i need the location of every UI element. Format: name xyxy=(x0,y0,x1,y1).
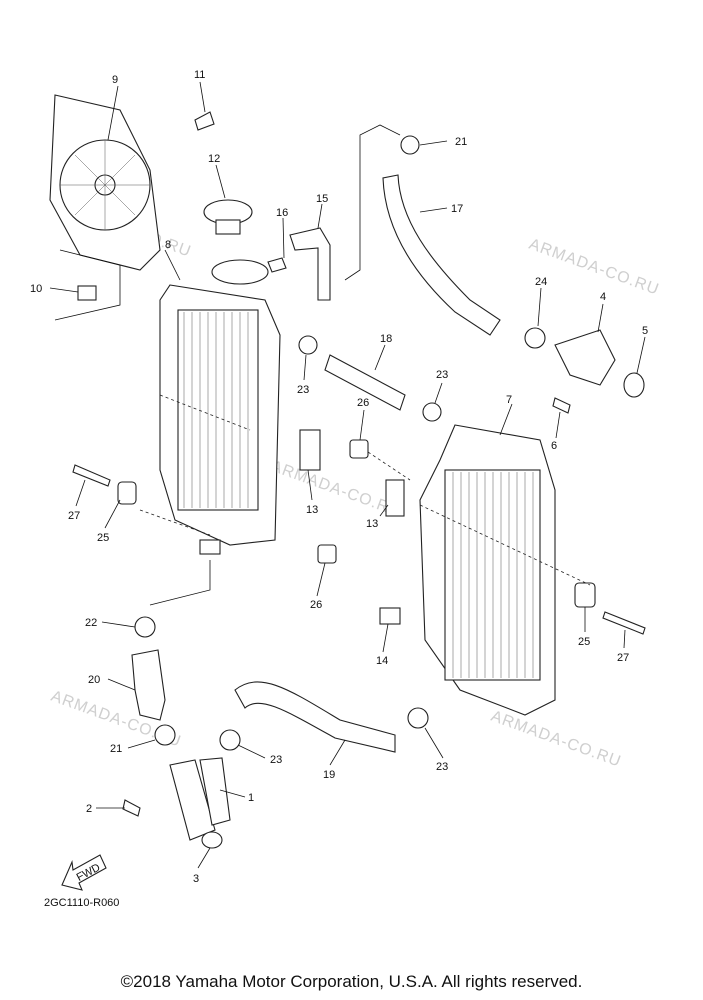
callout-21: 21 xyxy=(110,743,122,755)
callout-27: 27 xyxy=(68,510,80,522)
small-parts xyxy=(72,111,646,817)
callout-23: 23 xyxy=(297,384,309,396)
callout-12: 12 xyxy=(208,153,220,165)
callout-23: 23 xyxy=(436,369,448,381)
callout-26: 26 xyxy=(310,599,322,611)
callout-21: 21 xyxy=(455,136,467,148)
fittings xyxy=(169,329,645,849)
callout-7: 7 xyxy=(506,394,512,406)
callout-3: 3 xyxy=(193,873,199,885)
callout-1: 1 xyxy=(248,792,254,804)
callout-20: 20 xyxy=(88,674,100,686)
callout-6: 6 xyxy=(551,440,557,452)
callout-23: 23 xyxy=(270,754,282,766)
callout-16: 16 xyxy=(276,207,288,219)
diagram-code: 2GC1110-R060 xyxy=(44,897,119,909)
callout-18: 18 xyxy=(380,333,392,345)
callout-22: 22 xyxy=(85,617,97,629)
callout-27: 27 xyxy=(617,652,629,664)
callout-13: 13 xyxy=(306,504,318,516)
callout-15: 15 xyxy=(316,193,328,205)
callout-25: 25 xyxy=(97,532,109,544)
fwd-label: FWD xyxy=(75,862,103,884)
callout-19: 19 xyxy=(323,769,335,781)
callout-2: 2 xyxy=(86,803,92,815)
callout-23: 23 xyxy=(436,761,448,773)
callout-8: 8 xyxy=(165,239,171,251)
callout-25: 25 xyxy=(578,636,590,648)
callout-26: 26 xyxy=(357,397,369,409)
hoses xyxy=(131,174,501,753)
callout-17: 17 xyxy=(451,203,463,215)
copyright-notice: ©2018 Yamaha Motor Corporation, U.S.A. A… xyxy=(120,972,583,991)
callout-4: 4 xyxy=(600,291,606,303)
right-radiator xyxy=(419,424,556,716)
callout-10: 10 xyxy=(30,283,42,295)
watermark: ARMADA-CO.RU xyxy=(527,236,662,299)
callout-14: 14 xyxy=(376,655,388,667)
callouts: 11 9 12 16 15 8 10 21 17 18 23 23 24 4 5… xyxy=(30,69,648,885)
fan-shroud xyxy=(49,94,161,271)
callout-9: 9 xyxy=(112,74,118,86)
fwd-arrow: FWD xyxy=(61,854,107,891)
callout-24: 24 xyxy=(535,276,547,288)
left-radiator xyxy=(159,259,281,555)
leader-lines xyxy=(49,81,646,869)
reference-lines xyxy=(54,124,591,606)
radiator-cap xyxy=(203,199,253,235)
watermark: ARMADA-CO.RU xyxy=(489,708,624,771)
callout-13: 13 xyxy=(366,518,378,530)
callout-5: 5 xyxy=(642,325,648,337)
callout-11: 11 xyxy=(194,69,205,81)
